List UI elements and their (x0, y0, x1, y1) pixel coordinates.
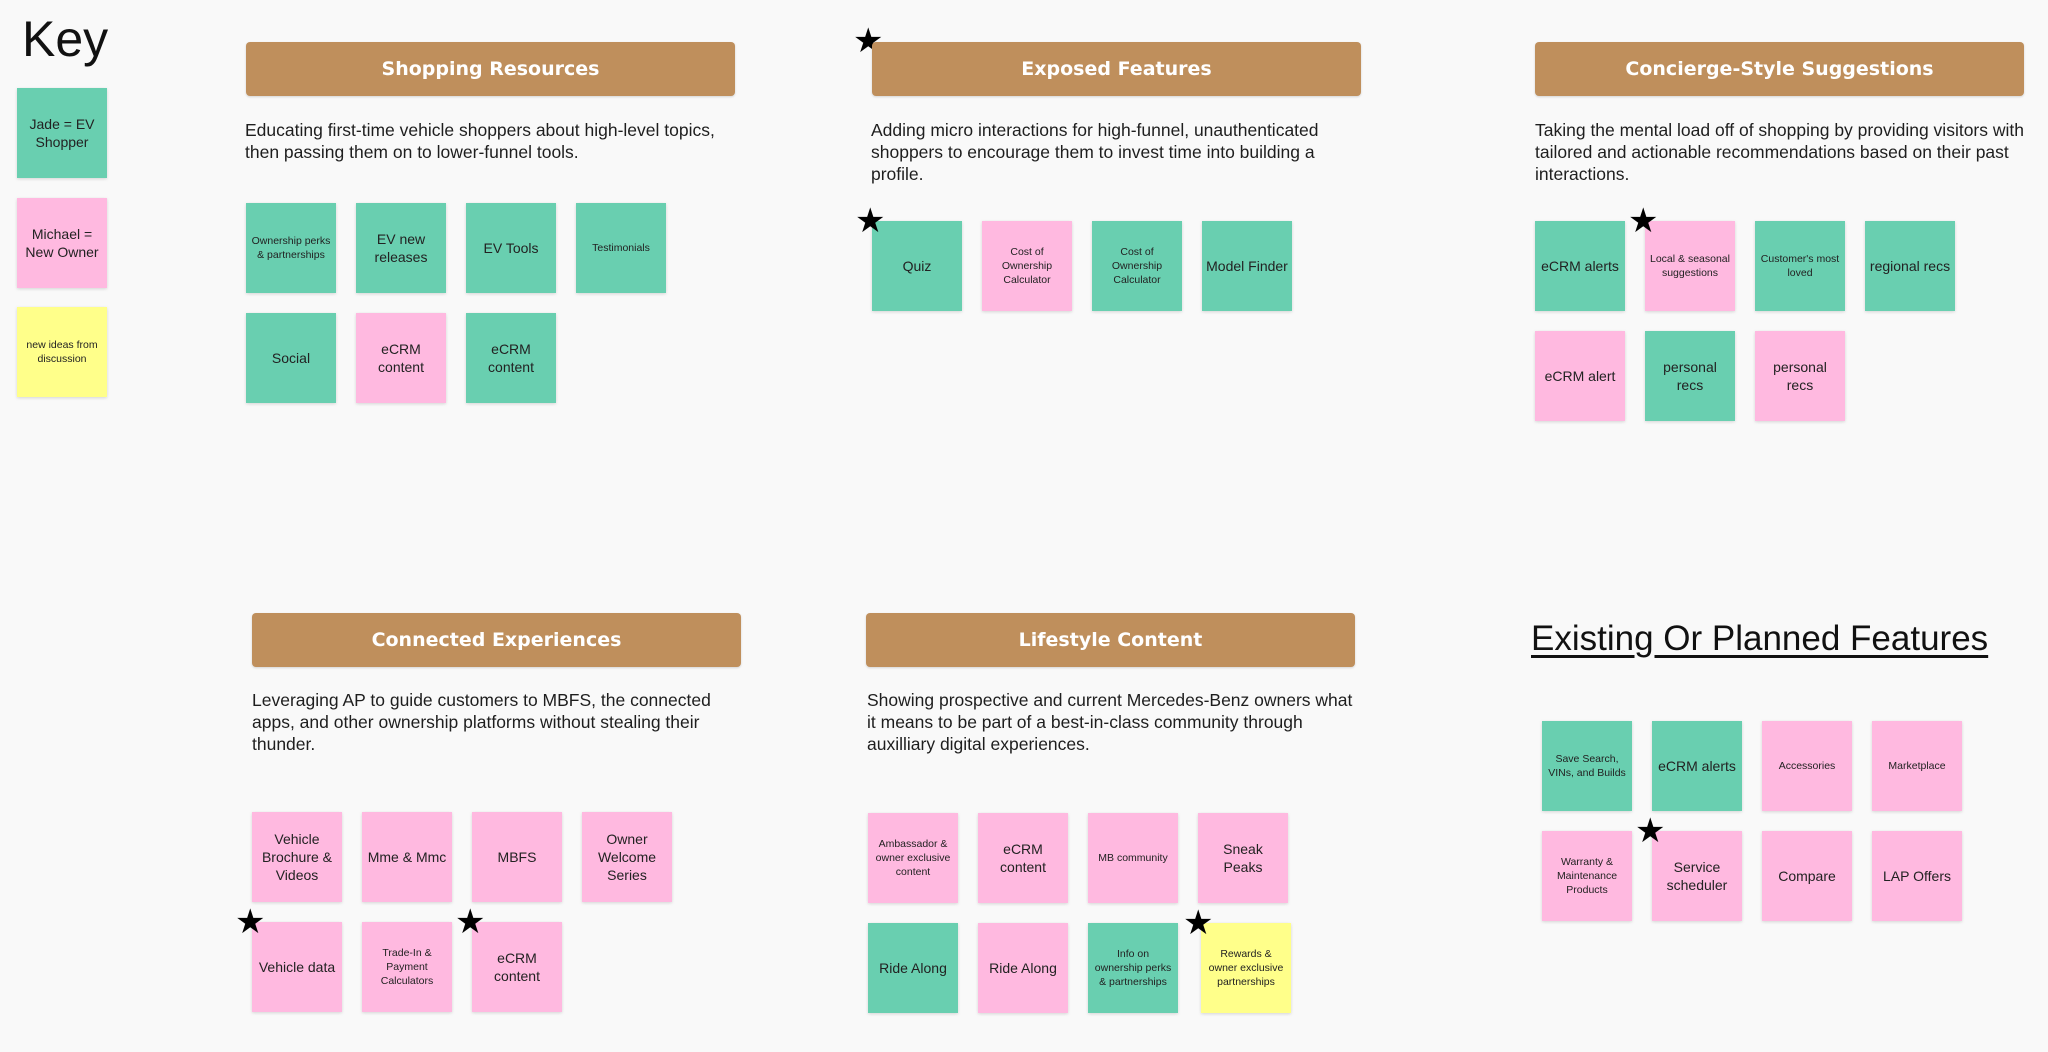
key-michael-sticky[interactable]: Michael = New Owner (17, 198, 107, 288)
sticky-model-finder[interactable]: Model Finder (1202, 221, 1292, 311)
sticky-info-ownership-perks[interactable]: Info on ownership perks & partnerships (1088, 923, 1178, 1013)
sticky-ecrm-content-pink[interactable]: eCRM content (356, 313, 446, 403)
star-icon: ★ (1183, 904, 1214, 942)
sticky-lap-offers[interactable]: LAP Offers (1872, 831, 1962, 921)
sticky-sneak-peaks[interactable]: Sneak Peaks (1198, 813, 1288, 903)
sticky-regional-recs[interactable]: regional recs (1865, 221, 1955, 311)
sticky-warranty-maintenance[interactable]: Warranty & Maintenance Products (1542, 831, 1632, 921)
sticky-mb-community[interactable]: MB community (1088, 813, 1178, 903)
sticky-mbfs[interactable]: MBFS (472, 812, 562, 902)
star-icon: ★ (235, 903, 266, 941)
sticky-ecrm-alert[interactable]: eCRM alert (1535, 331, 1625, 421)
sticky-quiz[interactable]: Quiz (872, 221, 962, 311)
sticky-ecrm-content-green[interactable]: eCRM content (466, 313, 556, 403)
sticky-mme-mmc[interactable]: Mme & Mmc (362, 812, 452, 902)
sticky-service-scheduler[interactable]: Service scheduler (1652, 831, 1742, 921)
sticky-vehicle-data[interactable]: Vehicle data (252, 922, 342, 1012)
sticky-ev-tools[interactable]: EV Tools (466, 203, 556, 293)
lifestyle-content-header[interactable]: Lifestyle Content (866, 613, 1355, 667)
shopping-resources-header[interactable]: Shopping Resources (246, 42, 735, 96)
concierge-description: Taking the mental load off of shopping b… (1535, 120, 2024, 184)
sticky-ownership-perks[interactable]: Ownership perks & partnerships (246, 203, 336, 293)
sticky-accessories[interactable]: Accessories (1762, 721, 1852, 811)
sticky-existing-ecrm-alerts[interactable]: eCRM alerts (1652, 721, 1742, 811)
sticky-ev-new-releases[interactable]: EV new releases (356, 203, 446, 293)
star-icon: ★ (855, 202, 886, 240)
concierge-header[interactable]: Concierge-Style Suggestions (1535, 42, 2024, 96)
existing-features-title: Existing Or Planned Features (1531, 619, 1989, 658)
sticky-vehicle-brochure[interactable]: Vehicle Brochure & Videos (252, 812, 342, 902)
sticky-ride-along-green[interactable]: Ride Along (868, 923, 958, 1013)
sticky-cost-of-ownership-green[interactable]: Cost of Ownership Calculator (1092, 221, 1182, 311)
key-title: Key (22, 11, 109, 67)
exposed-features-header[interactable]: Exposed Features (872, 42, 1361, 96)
lifestyle-content-description: Showing prospective and current Mercedes… (867, 690, 1353, 754)
sticky-save-search[interactable]: Save Search, VINs, and Builds (1542, 721, 1632, 811)
sticky-personal-recs-green[interactable]: personal recs (1645, 331, 1735, 421)
sticky-trade-in-calculators[interactable]: Trade-In & Payment Calculators (362, 922, 452, 1012)
sticky-cost-of-ownership-pink[interactable]: Cost of Ownership Calculator (982, 221, 1072, 311)
key-jade-sticky[interactable]: Jade = EV Shopper (17, 88, 107, 178)
sticky-compare[interactable]: Compare (1762, 831, 1852, 921)
connected-experiences-header[interactable]: Connected Experiences (252, 613, 741, 667)
star-icon: ★ (1635, 812, 1666, 850)
key-new-ideas-sticky[interactable]: new ideas from discussion (17, 307, 107, 397)
sticky-ambassador-content[interactable]: Ambassador & owner exclusive content (868, 813, 958, 903)
sticky-rewards-partnerships[interactable]: Rewards & owner exclusive partnerships (1201, 923, 1291, 1013)
sticky-personal-recs-pink[interactable]: personal recs (1755, 331, 1845, 421)
sticky-ecrm-alerts[interactable]: eCRM alerts (1535, 221, 1625, 311)
star-icon: ★ (1628, 202, 1659, 240)
star-icon: ★ (455, 903, 486, 941)
sticky-customers-most-loved[interactable]: Customer's most loved (1755, 221, 1845, 311)
sticky-testimonials[interactable]: Testimonials (576, 203, 666, 293)
sticky-lifestyle-ecrm-content[interactable]: eCRM content (978, 813, 1068, 903)
sticky-marketplace[interactable]: Marketplace (1872, 721, 1962, 811)
exposed-features-description: Adding micro interactions for high-funne… (871, 120, 1319, 184)
connected-experiences-description: Leveraging AP to guide customers to MBFS… (252, 690, 711, 754)
sticky-social[interactable]: Social (246, 313, 336, 403)
shopping-resources-description: Educating first-time vehicle shoppers ab… (245, 120, 715, 162)
sticky-ecrm-content[interactable]: eCRM content (472, 922, 562, 1012)
sticky-ride-along-pink[interactable]: Ride Along (978, 923, 1068, 1013)
sticky-local-seasonal[interactable]: Local & seasonal suggestions (1645, 221, 1735, 311)
sticky-owner-welcome-series[interactable]: Owner Welcome Series (582, 812, 672, 902)
